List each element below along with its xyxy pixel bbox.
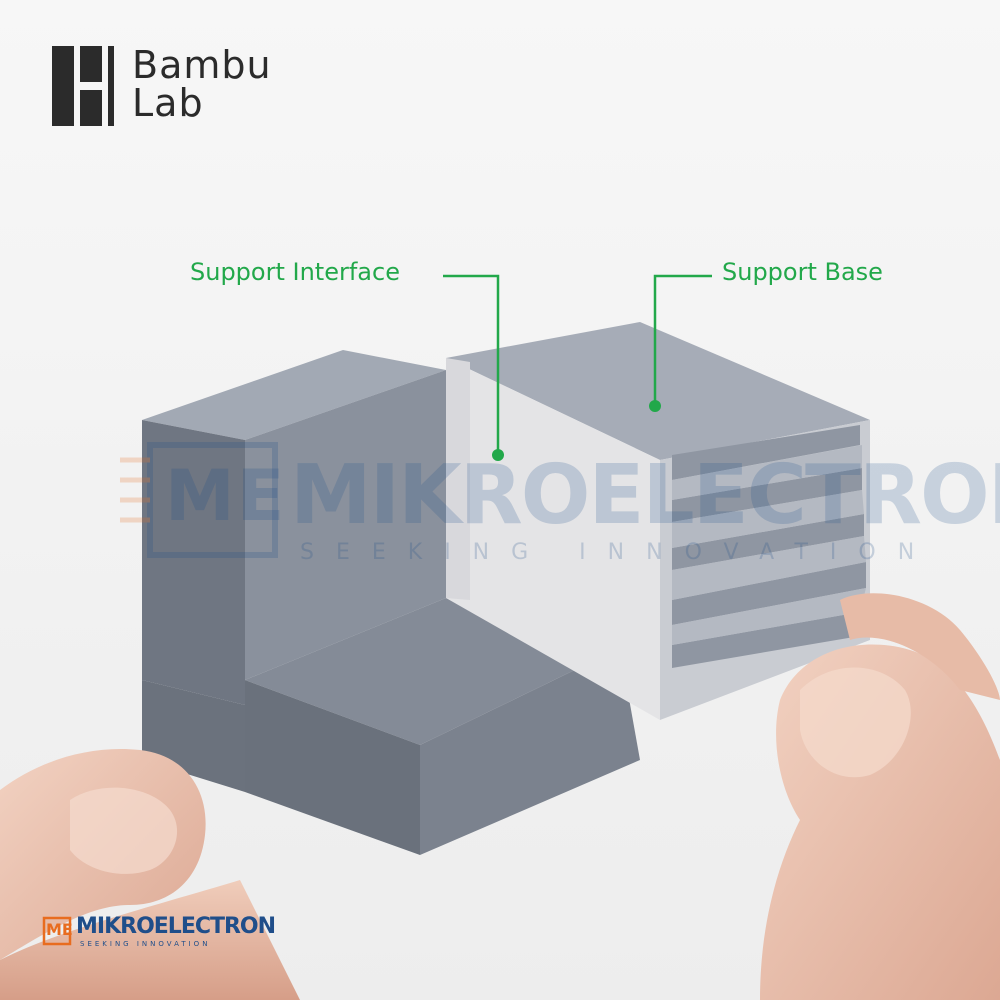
right-hand xyxy=(760,593,1000,1000)
watermark-corner-tagline: SEEKING INNOVATION xyxy=(80,940,211,948)
watermark-center-initials: ME xyxy=(165,455,287,537)
watermark-corner-name: MIKROELECTRON xyxy=(76,914,276,939)
grey-l-shaped-model xyxy=(142,350,640,855)
watermark-center-tagline: SEEKING INNOVATION xyxy=(300,540,937,565)
support-interface-label: Support Interface xyxy=(190,258,400,286)
brand-line-1: Bambu xyxy=(132,43,272,87)
watermark-corner-initials: ME xyxy=(46,920,73,939)
support-structure xyxy=(446,322,870,720)
brand-name: Bambu Lab xyxy=(132,46,272,122)
support-base-label: Support Base xyxy=(722,258,883,286)
left-hand xyxy=(0,749,300,1000)
watermark-center-name: MIKROELECTRON xyxy=(290,448,1000,543)
bambu-lab-logo-icon xyxy=(52,46,114,126)
base-marker-dot xyxy=(649,400,661,412)
brand-logo: Bambu Lab xyxy=(52,46,352,136)
watermark-center-graphic xyxy=(120,442,278,558)
interface-marker-dot xyxy=(492,449,504,461)
watermark-corner-graphic xyxy=(42,916,72,946)
brand-line-2: Lab xyxy=(132,81,204,125)
callout-lines xyxy=(443,274,712,461)
